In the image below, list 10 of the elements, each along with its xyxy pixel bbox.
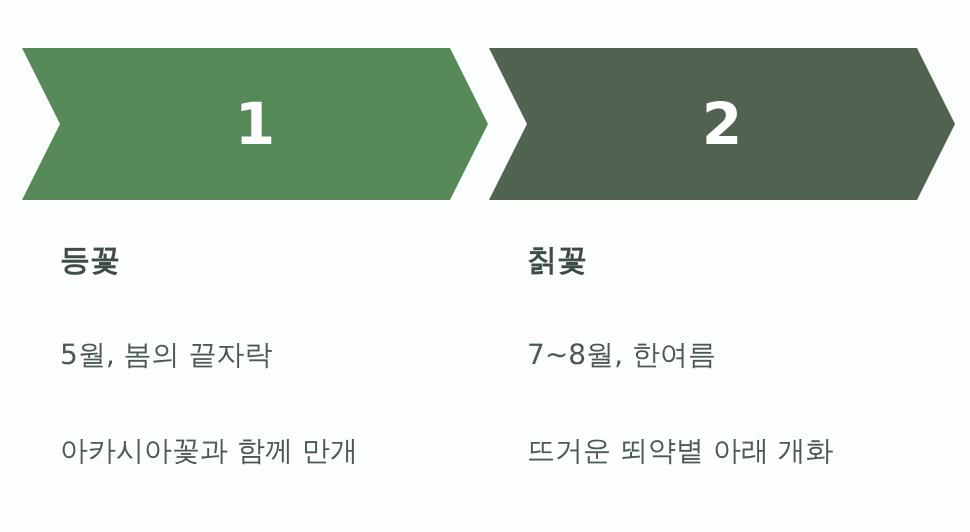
chevron-step — [489, 48, 955, 200]
step-description: 아카시아꽃과 함께 만개 — [60, 433, 358, 469]
step-heading: 등꽃 — [60, 242, 120, 280]
step-description: 7~8월, 한여름 — [527, 337, 716, 373]
step-number: 1 — [234, 89, 276, 160]
step-description: 5월, 봄의 끝자락 — [60, 337, 273, 373]
step-number: 2 — [700, 89, 744, 160]
chevron-step — [22, 48, 488, 200]
step-description: 뜨거운 뙤약볕 아래 개화 — [527, 433, 834, 469]
step-heading: 칡꽃 — [527, 242, 587, 280]
